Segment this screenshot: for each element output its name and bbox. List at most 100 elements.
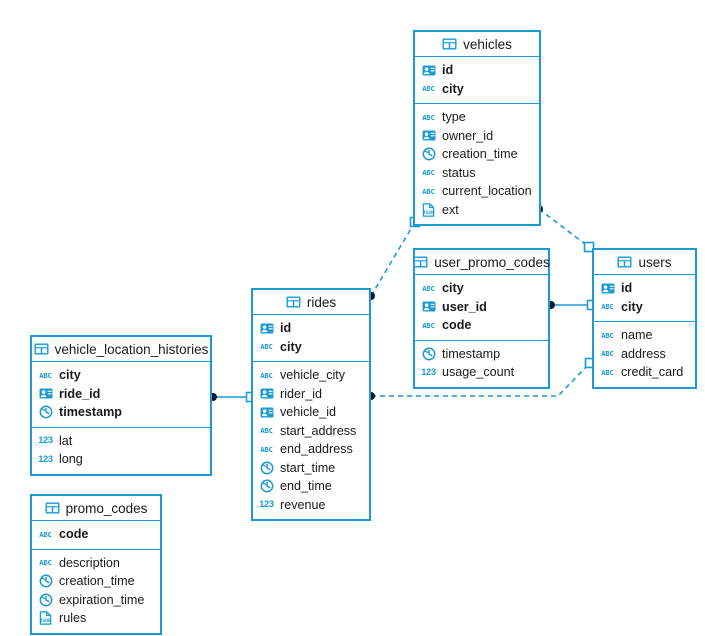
abc-text-icon: ABC	[601, 367, 614, 377]
primary-key-field[interactable]: id	[415, 61, 539, 80]
primary-key-field[interactable]: timestamp	[32, 403, 210, 422]
field-name: address	[621, 346, 666, 361]
field-name: expiration_time	[59, 592, 145, 607]
abc-text-icon: ABC	[260, 444, 273, 454]
123-number-icon: 123	[38, 435, 53, 446]
relationship-rel-rides-vehicles[interactable]	[367, 216, 421, 301]
table-header[interactable]: user_promo_codes	[413, 250, 550, 275]
column-field[interactable]: creation_time	[415, 145, 539, 164]
primary-key-field[interactable]: id	[594, 279, 695, 298]
field-name: rider_id	[280, 386, 322, 401]
table-header[interactable]: promo_codes	[32, 496, 160, 521]
column-field[interactable]: creation_time	[32, 572, 160, 591]
table-title: promo_codes	[65, 500, 148, 516]
relationship-rel-vehicles-users[interactable]	[535, 205, 595, 253]
field-name: user_id	[442, 299, 487, 314]
primary-key-field[interactable]: id	[253, 319, 369, 338]
field-name: type	[442, 110, 466, 125]
table-grid-icon	[286, 296, 301, 309]
clock-icon	[421, 347, 436, 361]
table-header[interactable]: vehicle_location_histories	[32, 337, 210, 362]
table-header[interactable]: rides	[253, 290, 369, 315]
clock-icon	[38, 593, 53, 607]
field-name: creation_time	[442, 147, 518, 162]
column-field[interactable]: vehicle_id	[253, 403, 369, 422]
column-field[interactable]: end_time	[253, 477, 369, 496]
column-field[interactable]: ABC credit_card	[594, 363, 695, 382]
123-number-icon: 123	[259, 499, 274, 510]
abc-text-icon: ABC	[260, 370, 273, 380]
table-header[interactable]: users	[594, 250, 695, 275]
field-name: credit_card	[621, 365, 684, 380]
column-field[interactable]: 123 lat	[32, 432, 210, 451]
table-title: vehicle_location_histories	[54, 341, 209, 357]
column-field[interactable]: ABC end_address	[253, 440, 369, 459]
table-title: vehicles	[463, 36, 512, 52]
id-card-icon	[600, 282, 615, 295]
id-card-icon	[421, 64, 436, 77]
column-field[interactable]: owner_id	[415, 127, 539, 146]
column-field[interactable]: rider_id	[253, 385, 369, 404]
abc-text-icon: ABC	[601, 330, 614, 340]
clock-icon	[38, 574, 53, 588]
abc-text-icon: ABC	[601, 302, 614, 312]
field-name: timestamp	[59, 405, 122, 420]
relationship-rel-vlh-rides[interactable]	[209, 391, 257, 403]
relationship-rel-upc-users[interactable]	[547, 299, 598, 311]
primary-key-field[interactable]: ride_id	[32, 385, 210, 404]
primary-key-field[interactable]: user_id	[415, 298, 548, 317]
field-name: code	[59, 527, 89, 542]
table-title: users	[638, 254, 672, 270]
field-name: timestamp	[442, 346, 501, 361]
field-name: owner_id	[442, 128, 494, 143]
table-grid-icon	[34, 343, 49, 356]
abc-text-icon: ABC	[422, 320, 435, 330]
field-name: creation_time	[59, 574, 135, 589]
abc-text-icon: ABC	[422, 112, 435, 122]
column-field[interactable]: expiration_time	[32, 591, 160, 610]
field-name: status	[442, 165, 476, 180]
clock-icon	[259, 461, 274, 475]
column-field[interactable]: ABC status	[415, 164, 539, 183]
abc-text-icon: ABC	[39, 370, 52, 380]
table-header[interactable]: vehicles	[415, 32, 539, 57]
table-title: user_promo_codes	[434, 254, 550, 270]
field-name: end_address	[280, 442, 353, 457]
abc-text-icon: ABC	[422, 168, 435, 178]
table-grid-icon	[442, 38, 457, 51]
column-field[interactable]: start_time	[253, 459, 369, 478]
table-grid-icon	[45, 502, 60, 515]
field-name: lat	[59, 433, 73, 448]
column-field[interactable]: timestamp	[415, 345, 548, 364]
column-field[interactable]: ABC type	[415, 108, 539, 127]
json-document-icon: JSON	[38, 611, 53, 625]
